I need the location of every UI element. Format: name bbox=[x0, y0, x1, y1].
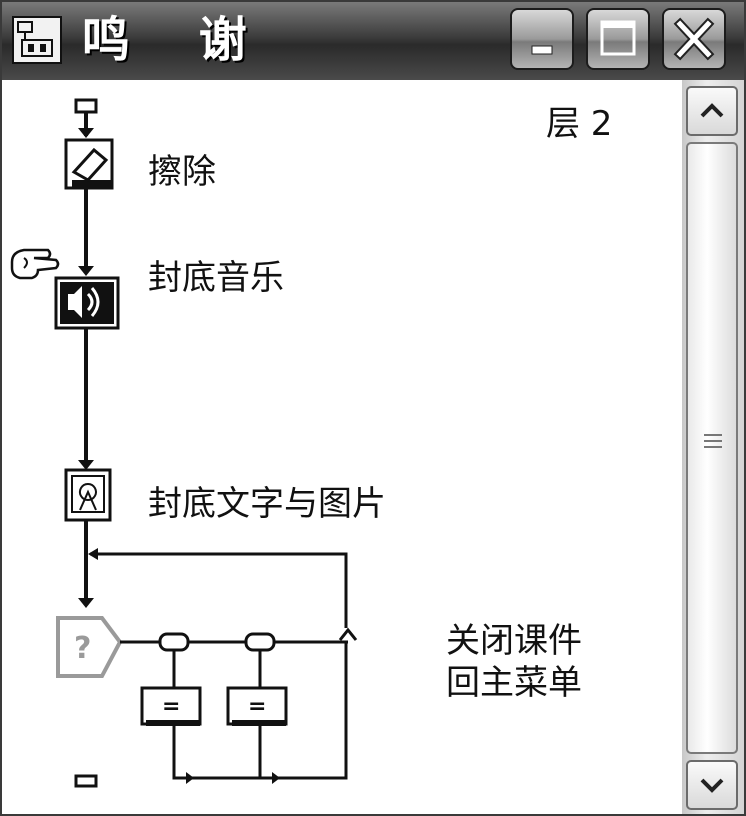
arrow-icon bbox=[338, 627, 358, 641]
thumb-grip bbox=[704, 440, 722, 442]
start-flag-icon[interactable] bbox=[74, 98, 98, 114]
app-icon[interactable] bbox=[12, 16, 62, 64]
calc-symbol: = bbox=[248, 694, 266, 719]
sound-icon[interactable] bbox=[54, 276, 120, 330]
scroll-thumb[interactable] bbox=[686, 142, 738, 754]
icon-label-display[interactable]: 封底文字与图片 bbox=[148, 484, 386, 524]
display-icon[interactable] bbox=[64, 468, 112, 522]
arrow-icon bbox=[78, 128, 94, 138]
interaction-label-line: 回主菜单 bbox=[446, 663, 582, 703]
title-bar[interactable]: 鸣 谢 bbox=[2, 2, 744, 80]
thumb-grip bbox=[704, 434, 722, 436]
arrow-icon bbox=[78, 598, 94, 608]
arrow-icon bbox=[78, 266, 94, 276]
maximize-button[interactable] bbox=[586, 8, 650, 70]
calculation-icon[interactable] bbox=[226, 686, 288, 726]
calc-symbol: = bbox=[162, 694, 180, 719]
chevron-up-icon bbox=[700, 103, 724, 118]
loop-line bbox=[90, 552, 348, 628]
response-type-icon[interactable] bbox=[244, 632, 276, 652]
icon-label-erase[interactable]: 擦除 bbox=[148, 152, 216, 192]
scroll-down-button[interactable] bbox=[686, 760, 738, 810]
level-indicator: 层 2 bbox=[546, 104, 613, 144]
close-button[interactable] bbox=[662, 8, 726, 70]
chevron-down-icon bbox=[700, 778, 724, 793]
arrow-icon bbox=[272, 772, 280, 784]
response-type-icon[interactable] bbox=[158, 632, 190, 652]
interaction-label[interactable]: 关闭课件 回主菜单 bbox=[446, 620, 582, 704]
scroll-up-button[interactable] bbox=[686, 86, 738, 136]
minimize-icon bbox=[531, 45, 553, 55]
vertical-scrollbar[interactable] bbox=[682, 80, 744, 814]
close-icon bbox=[673, 17, 715, 61]
arrow-icon bbox=[186, 772, 194, 784]
end-flag-icon[interactable] bbox=[74, 774, 98, 788]
erase-icon[interactable] bbox=[64, 138, 114, 190]
calculation-icon[interactable] bbox=[140, 686, 202, 726]
arrow-icon bbox=[78, 460, 94, 470]
pointing-hand-icon[interactable] bbox=[10, 248, 60, 280]
svg-text:?: ? bbox=[74, 631, 91, 666]
thumb-grip bbox=[704, 446, 722, 448]
flowline-canvas: ? = = bbox=[10, 98, 358, 788]
maximize-icon bbox=[600, 20, 636, 56]
icon-label-sound[interactable]: 封底音乐 bbox=[148, 258, 284, 298]
interaction-icon[interactable]: ? bbox=[56, 616, 123, 678]
flowline-area[interactable]: ? = = bbox=[2, 80, 682, 814]
window-title: 鸣 谢 bbox=[82, 12, 273, 68]
minimize-button[interactable] bbox=[510, 8, 574, 70]
arrow-icon bbox=[88, 548, 98, 560]
interaction-label-line: 关闭课件 bbox=[446, 621, 582, 661]
